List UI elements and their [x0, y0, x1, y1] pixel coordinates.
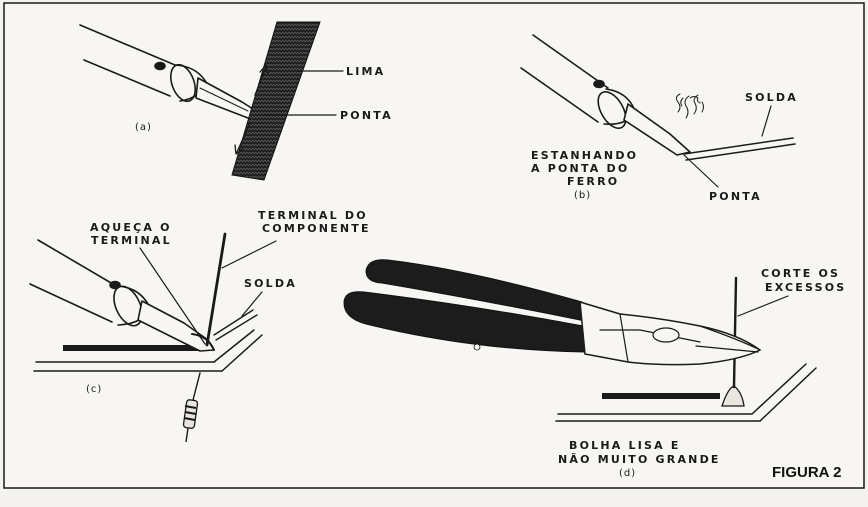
- label-ponta-a: PONTA: [340, 109, 393, 122]
- panel-a: LIMA PONTA (a): [79, 21, 393, 181]
- label-terminal-do: TERMINAL DO: [258, 209, 368, 222]
- soldering-iron-c: [29, 239, 215, 352]
- caption-d: (d): [619, 468, 636, 479]
- file-lima: [231, 21, 321, 181]
- label-estanhando: ESTANHANDO: [531, 149, 638, 162]
- label-terminal: TERMINAL: [91, 234, 172, 247]
- leader-aqueca: [139, 247, 206, 345]
- label-solda-c: SOLDA: [244, 277, 297, 290]
- panel-c: AQUEÇA O TERMINAL TERMINAL DO COMPONENTE…: [29, 209, 371, 443]
- pcb-board-d: [555, 363, 817, 422]
- component-lead-c: [205, 232, 227, 347]
- smoke-icon: [675, 93, 704, 119]
- label-ferro: FERRO: [567, 175, 619, 188]
- panel-b: SOLDA ESTANHANDO A PONTA DO FERRO (b) PO…: [520, 34, 798, 203]
- label-corte-os: CORTE OS: [761, 267, 840, 280]
- leader-terminal-comp: [221, 240, 277, 269]
- label-lima: LIMA: [346, 65, 385, 78]
- cutting-pliers: [343, 259, 762, 366]
- soldering-iron-a: [79, 24, 265, 119]
- label-nao-muito-grande: NÃO MUITO GRANDE: [558, 453, 721, 466]
- label-excessos: EXCESSOS: [765, 281, 846, 294]
- resistor-icon: [182, 399, 199, 443]
- figure-border: [3, 2, 865, 489]
- label-a-ponta-do: A PONTA DO: [531, 162, 629, 175]
- leader-solda-b: [761, 105, 772, 137]
- component-lead-d: [732, 276, 738, 389]
- solder-wire-c: [213, 309, 258, 341]
- label-ponta-b: PONTA: [709, 190, 762, 203]
- soldering-iron-b: [520, 34, 691, 156]
- label-componente: COMPONENTE: [262, 222, 371, 235]
- caption-b: (b): [574, 190, 591, 201]
- caption-a: (a): [135, 122, 152, 133]
- panel-d: CORTE OS EXCESSOS BOLHA LISA E NÃO MUITO…: [343, 259, 846, 479]
- motion-arrows: [234, 64, 269, 155]
- leader-corte: [737, 295, 789, 317]
- copper-track-d: [602, 393, 720, 399]
- lead-under-board: [192, 372, 201, 401]
- leader-ponta-b: [683, 154, 719, 188]
- label-bolha-lisa: BOLHA LISA E: [569, 439, 681, 452]
- leader-solda-c: [241, 291, 263, 317]
- label-aqueca: AQUEÇA O: [90, 221, 172, 234]
- pcb-board-c: [33, 329, 263, 372]
- copper-track-c: [63, 345, 210, 351]
- solder-wire-b: [683, 137, 796, 161]
- caption-c: (c): [86, 384, 102, 395]
- label-solda-b: SOLDA: [745, 91, 798, 104]
- figure-title: FIGURA 2: [772, 464, 841, 481]
